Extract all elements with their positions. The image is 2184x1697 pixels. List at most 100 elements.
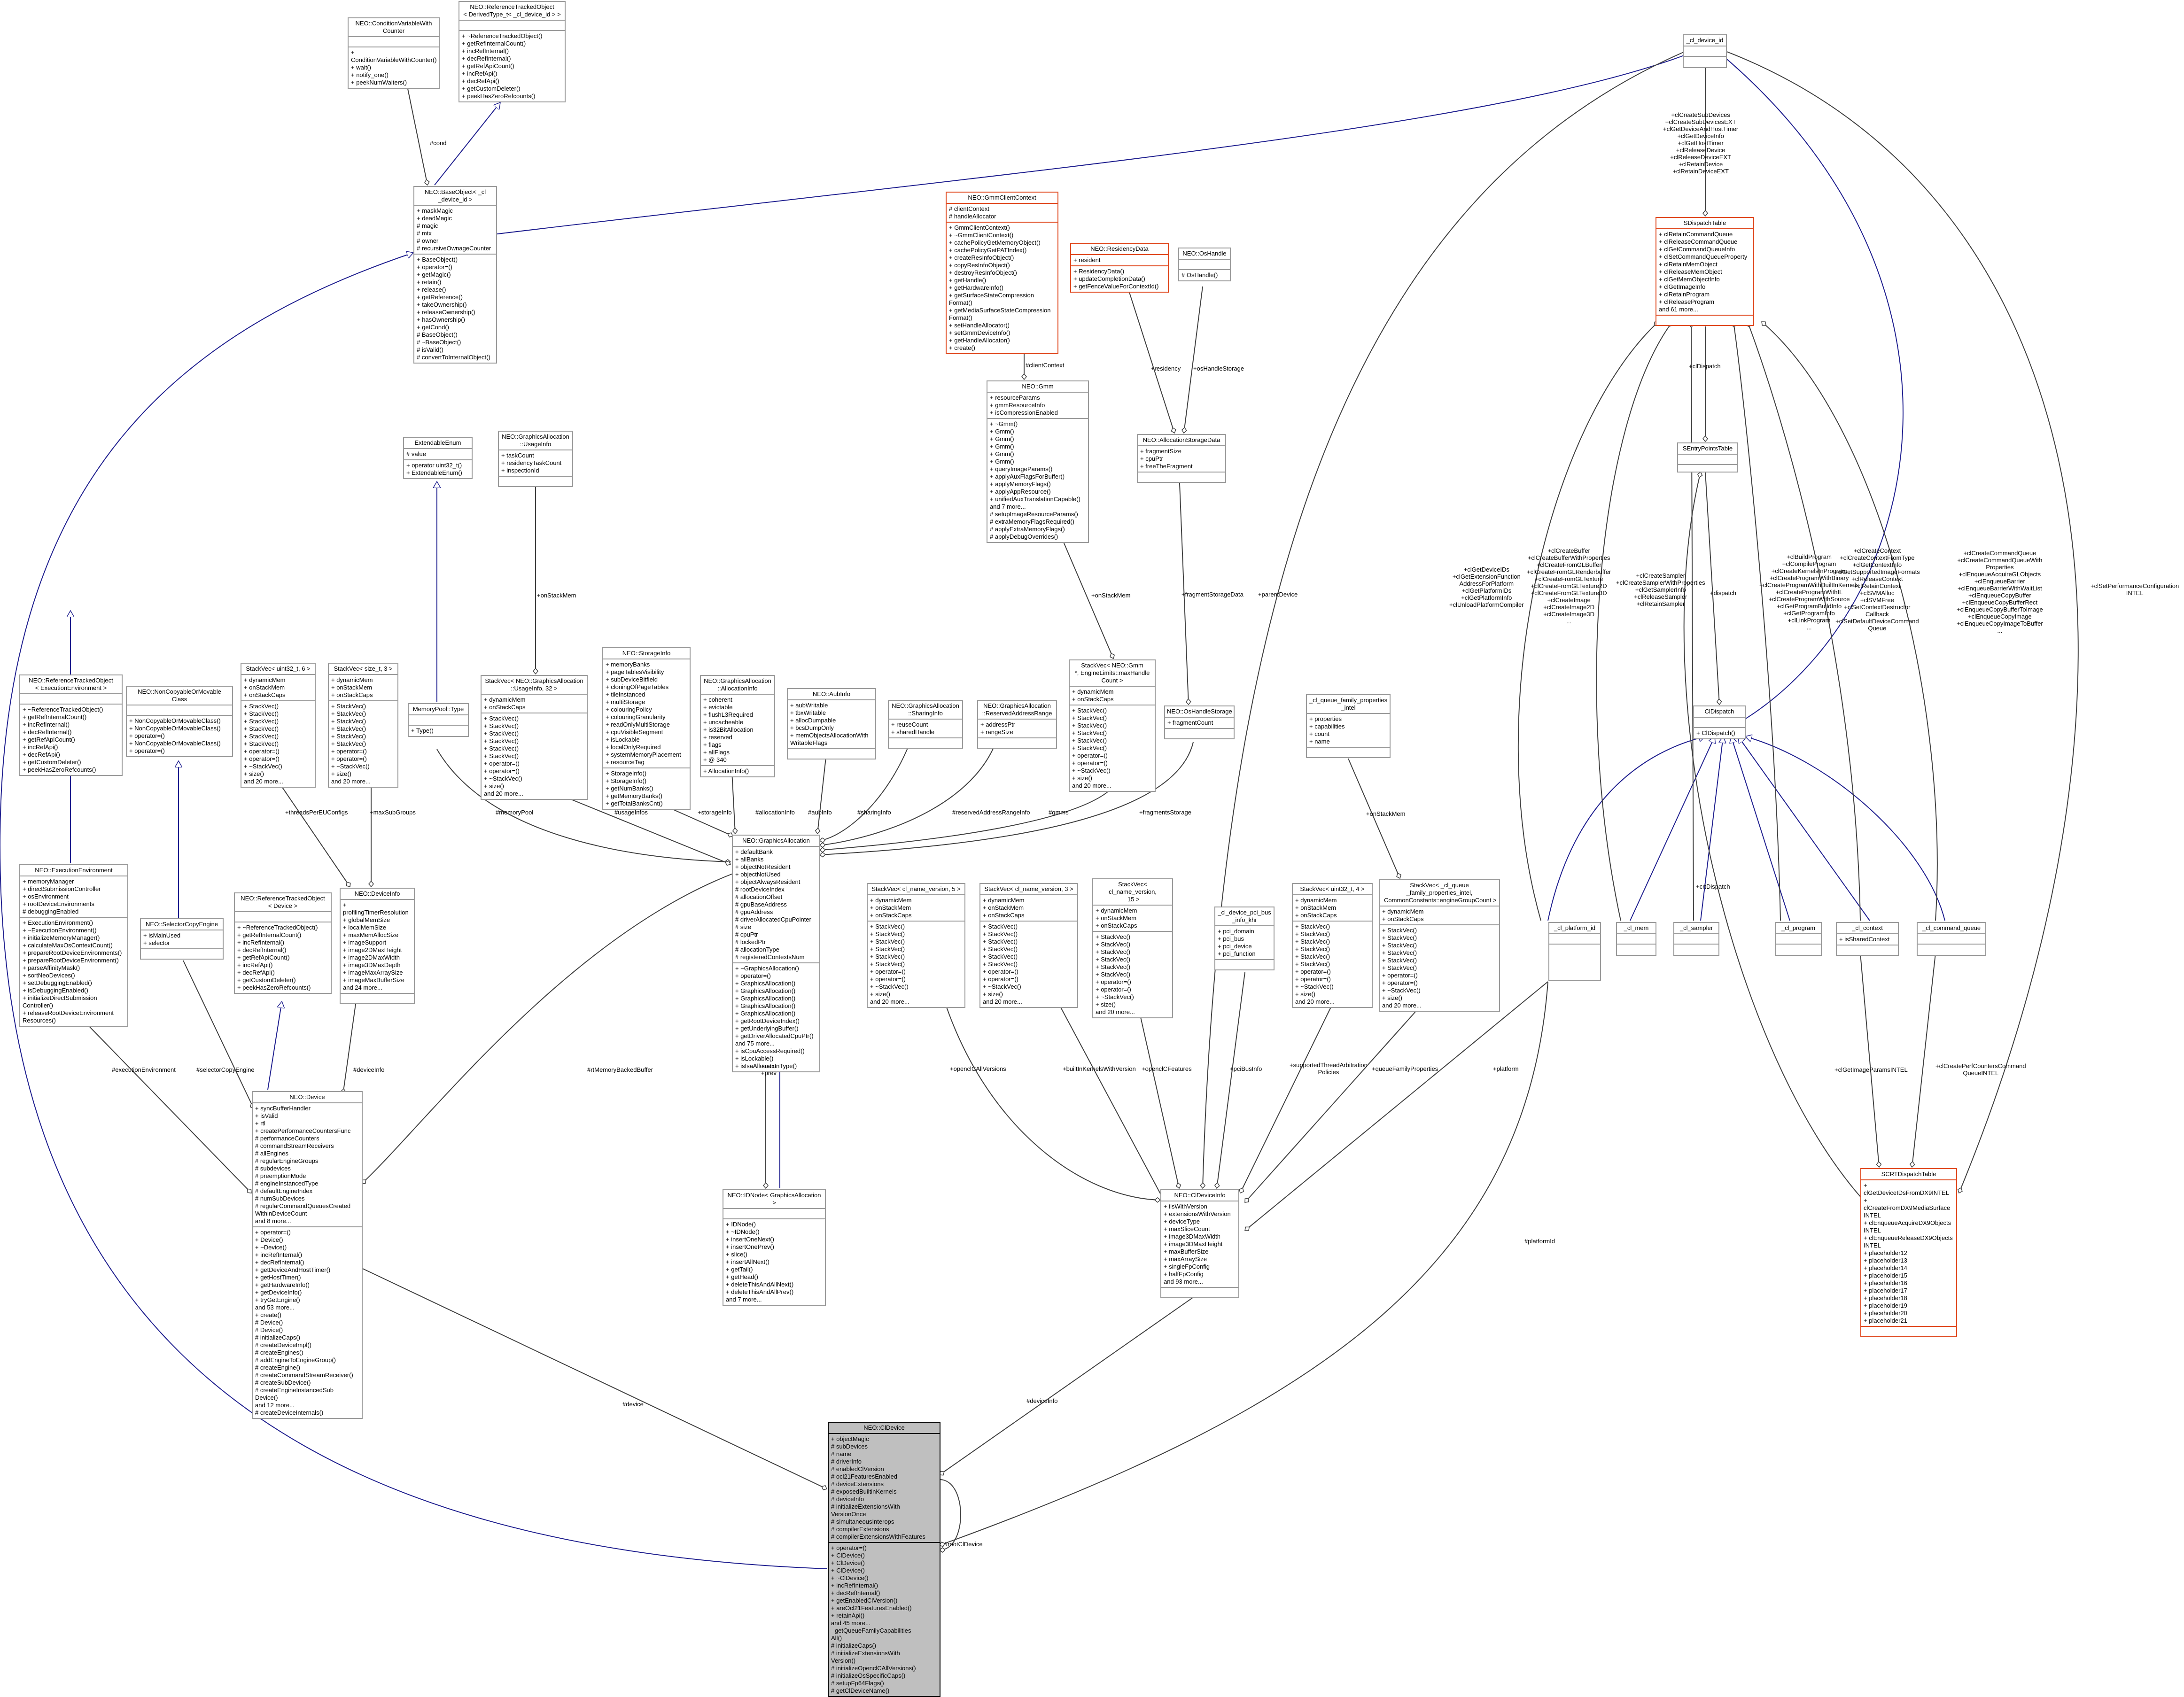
- node-reftracked-execenv[interactable]: NEO::ReferenceTrackedObject < ExecutionE…: [19, 674, 123, 776]
- node-title: _cl_device_pci_bus _info_khr: [1215, 907, 1274, 926]
- node-queue-family-properties[interactable]: _cl_queue_family_properties _intel + pro…: [1306, 694, 1391, 758]
- label-residency: +residency: [1151, 365, 1181, 372]
- node-attributes: + isMainUsed + selector: [141, 930, 223, 949]
- node-attributes: + dynamicMem + onStackCaps: [1070, 687, 1155, 705]
- node-selector-copy-engine[interactable]: NEO::SelectorCopyEngine + isMainUsed + s…: [140, 918, 224, 960]
- label-os-handle-storage: +osHandleStorage: [1193, 365, 1244, 372]
- node-attributes: [1179, 260, 1230, 270]
- label-thread-arbitration: +supportedThreadArbitration Policies: [1290, 1062, 1368, 1076]
- node-sharinginfo[interactable]: NEO::GraphicsAllocation ::SharingInfo + …: [888, 700, 963, 749]
- node-storageinfo[interactable]: NEO::StorageInfo + memoryBanks + pageTab…: [602, 647, 691, 810]
- label-opencl-c-features: +openclCFeatures: [1142, 1065, 1192, 1072]
- label-fragment-storage-data: +fragmentStorageData: [1181, 591, 1244, 598]
- node-cldeviceinfo[interactable]: NEO::ClDeviceInfo + ilsWithVersion + ext…: [1160, 1189, 1239, 1298]
- node-attributes: + resident: [1071, 255, 1168, 266]
- node-stackvec-queue-family[interactable]: StackVec< _cl_queue _family_properties_i…: [1379, 879, 1500, 1012]
- node-stackvec-clver-3[interactable]: StackVec< cl_name_version, 3 > + dynamic…: [979, 883, 1078, 1008]
- edge-oshandle-allocstorage: [1184, 286, 1203, 433]
- node-device[interactable]: NEO::Device + syncBufferHandler + isVali…: [252, 1091, 363, 1419]
- node-residency-data[interactable]: NEO::ResidencyData + resident + Residenc…: [1070, 243, 1169, 293]
- node-attributes: [1684, 46, 1726, 57]
- node-pci-bus-info[interactable]: _cl_device_pci_bus _info_khr + pci_domai…: [1214, 907, 1275, 970]
- node-baseobject[interactable]: NEO::BaseObject< _cl _device_id > + mask…: [413, 186, 497, 364]
- node-cldevice[interactable]: NEO::ClDevice + objectMagic # subDevices…: [828, 1422, 940, 1697]
- node-attributes: [1776, 934, 1821, 945]
- node-cl-command-queue[interactable]: _cl_command_queue: [1917, 922, 1986, 956]
- node-title: StackVec< uint32_t, 4 >: [1293, 884, 1372, 895]
- label-gmms: #gmms: [1049, 809, 1069, 816]
- node-stackvec-clver-15[interactable]: StackVec< cl_name_version, 15 > + dynami…: [1092, 878, 1173, 1018]
- label-onstackmem-1: +onStackMem: [537, 592, 576, 599]
- node-stackvec-clver-5[interactable]: StackVec< cl_name_version, 5 > + dynamic…: [867, 883, 965, 1008]
- node-operations: + operator uint32_t() + ExtendableEnum(): [406, 462, 462, 476]
- node-title: _cl_program: [1776, 923, 1821, 934]
- node-reftracked-device[interactable]: NEO::ReferenceTrackedObject < Device > +…: [234, 892, 332, 994]
- node-cl-device-id[interactable]: _cl_device_id: [1683, 34, 1727, 68]
- node-sentrypoints-table[interactable]: SEntryPointsTable: [1677, 442, 1738, 473]
- node-condvar[interactable]: NEO::ConditionVariableWith Counter + Con…: [348, 17, 440, 89]
- label-perf-counters: +clCreatePerfCountersCommand QueueINTEL: [1935, 1062, 2026, 1077]
- node-noncopyable[interactable]: NEO::NonCopyableOrMovable Class + NonCop…: [126, 686, 233, 757]
- node-stackvec-size-3[interactable]: StackVec< size_t, 3 > + dynamicMem + onS…: [328, 663, 398, 788]
- node-operations: + StackVec() + StackVec() + StackVec() +…: [244, 703, 283, 785]
- label-sampler-funcs: +clCreateSampler +clCreateSamplerWithPro…: [1616, 572, 1705, 607]
- node-title: NEO::ClDevice: [829, 1423, 940, 1434]
- edge-svqueue-cldeviceinfo: [1245, 1002, 1424, 1202]
- node-operations: + ClDispatch(): [1696, 729, 1735, 736]
- node-stackvec-uint32-4[interactable]: StackVec< uint32_t, 4 > + dynamicMem + o…: [1292, 883, 1373, 1008]
- edge-svclver5-cldeviceinfo: [944, 1000, 1160, 1200]
- node-aubinfo[interactable]: NEO::AubInfo + aubWritable + tbxWritable…: [787, 688, 876, 759]
- node-title: NEO::ReferenceTrackedObject < DerivedTyp…: [459, 2, 565, 21]
- node-allocationinfo[interactable]: NEO::GraphicsAllocation ::AllocationInfo…: [700, 675, 775, 777]
- node-reftracked-base[interactable]: NEO::ReferenceTrackedObject < DerivedTyp…: [459, 1, 566, 102]
- node-operations: [1678, 465, 1737, 474]
- node-deviceinfo[interactable]: NEO::DeviceInfo + profilingTimerResoluti…: [340, 888, 415, 1004]
- node-title: StackVec< NEO::GraphicsAllocation ::Usag…: [482, 676, 587, 695]
- node-os-handle-storage[interactable]: NEO::OsHandleStorage + fragmentCount: [1164, 705, 1235, 739]
- node-attributes: + coherent + evictable + flushL3Required…: [701, 695, 774, 766]
- node-stackvec-gmm[interactable]: StackVec< NEO::Gmm *, EngineLimits::maxH…: [1069, 659, 1156, 792]
- node-attributes: [1678, 455, 1737, 465]
- node-gmm[interactable]: NEO::Gmm + resourceParams + gmmResourceI…: [987, 380, 1089, 543]
- node-gmm-client-context[interactable]: NEO::GmmClientContext # clientContext # …: [946, 192, 1058, 354]
- node-operations: + ExecutionEnvironment() + ~ExecutionEnv…: [23, 919, 122, 1024]
- node-cl-sampler[interactable]: _cl_sampler: [1673, 922, 1719, 956]
- node-idnode[interactable]: NEO::IDNode< GraphicsAllocation > + IDNo…: [723, 1189, 826, 1306]
- node-cl-mem[interactable]: _cl_mem: [1616, 922, 1656, 956]
- node-allocation-storage-data[interactable]: NEO::AllocationStorageData + fragmentSiz…: [1137, 434, 1226, 483]
- node-extendable-enum[interactable]: ExtendableEnum # value + operator uint32…: [403, 437, 473, 479]
- node-reserved-address-range[interactable]: NEO::GraphicsAllocation ::ReservedAddres…: [977, 700, 1057, 749]
- label-crt-dispatch: +crtDispatch: [1696, 883, 1730, 890]
- node-attributes: [1918, 934, 1985, 945]
- label-rootcldevice: #rootClDevice: [944, 1541, 983, 1548]
- node-attributes: [20, 694, 122, 705]
- node-attributes: + taskCount + residencyTaskCount + inspe…: [499, 450, 572, 477]
- node-memorypool-type[interactable]: MemoryPool::Type + Type(): [408, 703, 469, 737]
- node-cl-platform-id[interactable]: _cl_platform_id: [1548, 922, 1601, 981]
- node-attributes: + clGetDeviceIDsFromDX9INTEL + clCreateF…: [1861, 1180, 1956, 1327]
- node-attributes: [349, 37, 439, 47]
- node-stackvec-uint32-6[interactable]: StackVec< uint32_t, 6 > + dynamicMem + o…: [241, 663, 316, 788]
- node-operations: [1656, 316, 1753, 325]
- node-execution-environment[interactable]: NEO::ExecutionEnvironment + memoryManage…: [19, 864, 128, 1027]
- node-cl-program[interactable]: _cl_program: [1775, 922, 1822, 956]
- node-attributes: + fragmentCount: [1165, 718, 1234, 729]
- node-sdispatch-table[interactable]: SDispatchTable + clRetainCommandQueue + …: [1655, 217, 1754, 326]
- node-oshandle[interactable]: NEO::OsHandle # OsHandle(): [1178, 248, 1231, 281]
- node-title: NEO::ReferenceTrackedObject < ExecutionE…: [20, 675, 122, 694]
- node-usageinfo[interactable]: NEO::GraphicsAllocation ::UsageInfo + ta…: [498, 431, 573, 487]
- edge-sv6-deviceinfo: [281, 786, 350, 887]
- node-title: _cl_sampler: [1674, 923, 1718, 934]
- node-cl-context[interactable]: _cl_context + isSharedContext: [1836, 922, 1899, 956]
- node-title: StackVec< _cl_queue _family_properties_i…: [1380, 880, 1499, 907]
- edge-selector-device: [183, 960, 254, 1108]
- edge-memtype-gfx: [436, 749, 731, 862]
- node-cldispatch[interactable]: ClDispatch + ClDispatch(): [1693, 705, 1746, 739]
- node-stackvec-usageinfo[interactable]: StackVec< NEO::GraphicsAllocation ::Usag…: [481, 675, 588, 800]
- node-graphics-allocation[interactable]: NEO::GraphicsAllocation + defaultBank + …: [732, 835, 820, 1072]
- node-operations: + StackVec() + StackVec() + StackVec() +…: [983, 923, 1022, 1005]
- node-scrt-dispatch-table[interactable]: SCRTDispatchTable + clGetDeviceIDsFromDX…: [1860, 1168, 1957, 1337]
- node-attributes: [1674, 934, 1718, 945]
- node-attributes: + fragmentSize + cpuPtr + freeTheFragmen…: [1138, 446, 1225, 473]
- edge-gmm-svgmm: [1061, 537, 1113, 659]
